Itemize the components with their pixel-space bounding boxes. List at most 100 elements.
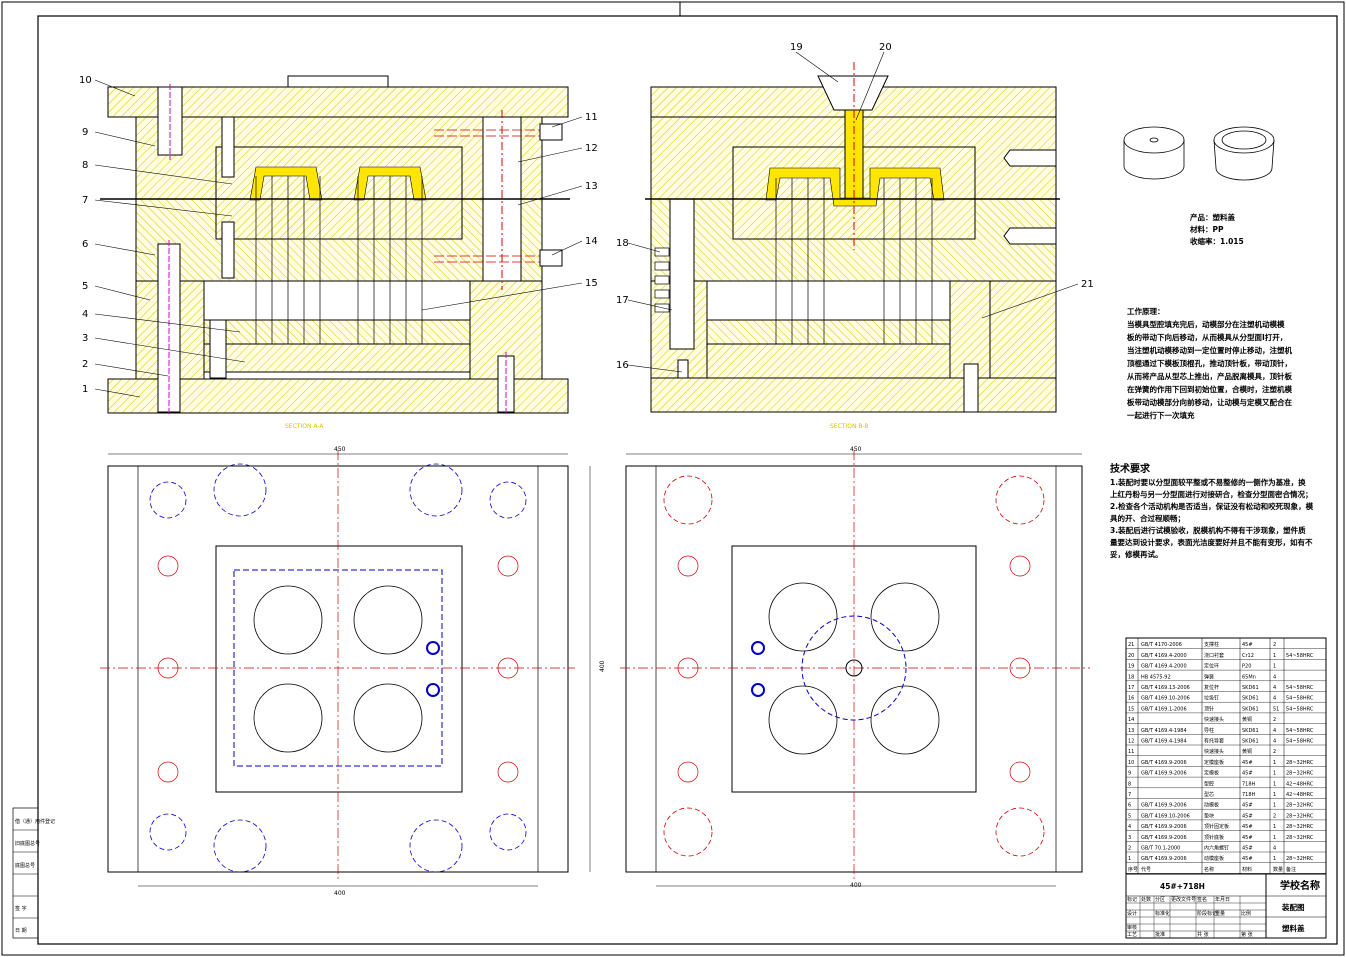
product-3d-sketch	[1123, 126, 1275, 181]
bom-cell-note: 28~32HRC	[1286, 760, 1314, 766]
bom-cell-note: 28~32HRC	[1286, 771, 1314, 777]
bom-cell-no: 15	[1128, 706, 1134, 712]
bom-cell-name: 快速接头	[1204, 748, 1224, 755]
tb-standard: 标准化	[1155, 910, 1170, 917]
bom-cell-no: 16	[1128, 696, 1134, 702]
bom-cell-no: 4	[1128, 824, 1131, 830]
bom-cell-note: 42~48HRC	[1286, 781, 1314, 787]
bom-cell-qty: 1	[1273, 653, 1276, 659]
side-strip-5: 日 期	[15, 928, 27, 934]
bom-cell-name: 支撑柱	[1204, 641, 1219, 648]
title-part: 塑料盖	[1282, 923, 1305, 933]
bom-cell-mat: SKD61	[1242, 728, 1259, 734]
bom-cell-code: GB/T 4169.4-1984	[1141, 728, 1187, 734]
tb-zone: 分区	[1155, 896, 1165, 903]
bom-cell-mat: 45#	[1242, 813, 1253, 819]
tech-req-line-6: 量要达到设计要求，表面光洁度要好并且不能有变形，如有不	[1110, 537, 1313, 547]
bom-cell-code: GB/T 4169.9-2006	[1141, 771, 1187, 777]
bom-cell-no: 3	[1128, 835, 1131, 841]
bom-cell-qty: 4	[1273, 846, 1276, 852]
part-label-5: 5	[82, 281, 88, 292]
part-label-13: 13	[585, 181, 598, 192]
part-labels-a	[94, 79, 583, 398]
bom-cell-name: 型腔	[1204, 780, 1214, 787]
bom-cell-mat: 65Mn	[1242, 674, 1256, 680]
bom-cell-qty: 1	[1273, 760, 1276, 766]
principle-line-8: 一起进行下一次填充	[1127, 410, 1195, 420]
bom-cell-code: GB/T 4169.1-2006	[1141, 706, 1187, 712]
principle-line-1: 当模具型腔填充完后，动模部分在注塑机动模模	[1127, 319, 1285, 329]
bom-cell-code: GB/T 4170-2006	[1141, 642, 1182, 648]
principle-line-3: 当注塑机动模移动到一定位置时停止移动，注塑机	[1127, 345, 1292, 355]
bom-cell-mat: SKD61	[1242, 739, 1259, 745]
bom-cell-name: 弹簧	[1204, 673, 1214, 680]
bom-cell-name: 动模板	[1204, 802, 1219, 809]
part-label-4: 4	[82, 309, 88, 320]
tb-count: 处数	[1141, 896, 1151, 903]
bom-cell-name: 顶针固定板	[1204, 823, 1229, 830]
bom-cell-name: 导柱	[1204, 727, 1214, 734]
bom-cell-note: 28~32HRC	[1286, 835, 1314, 841]
tech-req-line-2: 上红丹粉与另一分型面进行对接研合，检查分型面密合情况；	[1110, 489, 1313, 500]
tech-req-line-4: 具的开、合过程顺畅；	[1110, 513, 1185, 524]
bom-cell-note: 42~48HRC	[1286, 792, 1314, 798]
part-label-15: 15	[585, 278, 598, 289]
principle-line-6: 在弹簧的作用下回到初始位置，合模时，注塑机模	[1127, 384, 1292, 394]
tb-approve: 批准	[1155, 931, 1165, 938]
tb-design: 设计	[1127, 910, 1137, 917]
principle-line-2: 板的带动下向后移动，从而模具从分型面Ⅰ打开，	[1127, 332, 1287, 342]
bom-cell-qty: 1	[1273, 781, 1276, 787]
bom-header-code: 代号	[1141, 866, 1151, 873]
bom-cell-no: 10	[1128, 760, 1134, 766]
principle-title: 工作原理：	[1127, 306, 1165, 316]
bom-cell-mat: SKD61	[1242, 685, 1259, 691]
bom-cell-no: 5	[1128, 813, 1131, 819]
bom-cell-no: 14	[1128, 717, 1134, 723]
bom-header-mat: 材料	[1242, 866, 1252, 873]
side-strip: 借（通）用件登记 旧底图总号 底图总号 签 字 日 期	[12, 807, 55, 939]
bom-cell-no: 8	[1128, 781, 1131, 787]
bom-cell-note: 28~32HRC	[1286, 824, 1314, 830]
bom-cell-code: HB 4575-92	[1141, 674, 1171, 680]
product-shrink: 收缩率：1.015	[1190, 236, 1244, 246]
bom-cell-qty: 4	[1273, 674, 1276, 680]
bom-cell-qty: 2	[1273, 717, 1276, 723]
bom-cell-qty: 1	[1273, 771, 1276, 777]
title-material: 45#+718H	[1160, 882, 1205, 891]
part-label-2: 2	[82, 359, 88, 370]
bom-cell-qty: 4	[1273, 728, 1276, 734]
bom-header-note: 备注	[1286, 866, 1296, 873]
section-a-label: SECTION A-A	[285, 423, 324, 430]
bom-cell-note: 54~58HRC	[1286, 653, 1314, 659]
tech-req-line-5: 3.装配后进行试模验收，脱模机构不得有干涉现象，塑件质	[1110, 525, 1306, 535]
part-label-6: 6	[82, 239, 88, 250]
bom-cell-qty: 51	[1273, 706, 1279, 712]
bom-cell-qty: 1	[1273, 824, 1276, 830]
bom-cell-name: 复位杆	[1204, 684, 1219, 691]
tb-mark: 标记	[1127, 896, 1137, 903]
side-strip-4: 签 字	[15, 905, 27, 912]
bom-cell-code: GB/T 4169.9-2006	[1141, 760, 1187, 766]
bom-cell-name: 定模座板	[1204, 759, 1224, 766]
section-b-view	[645, 62, 1060, 413]
bom-cell-no: 19	[1128, 664, 1134, 670]
bom-cell-qty: 1	[1273, 664, 1276, 670]
bom-cell-qty: 1	[1273, 856, 1276, 862]
tb-process: 工艺	[1127, 932, 1137, 938]
bom-cell-mat: 45#	[1242, 771, 1253, 777]
bom-cell-mat: Cr12	[1242, 653, 1254, 659]
bom-cell-no: 9	[1128, 771, 1131, 777]
dim-450-left: 450	[334, 446, 346, 453]
part-label-7: 7	[82, 195, 88, 206]
part-label-10: 10	[79, 75, 92, 86]
bom-cell-mat: SKD61	[1242, 706, 1259, 712]
title-block	[1125, 873, 1327, 939]
title-school: 学校名称	[1280, 879, 1320, 892]
bom-cell-mat: 黄铜	[1242, 748, 1252, 755]
product-name: 产品：塑料盖	[1190, 212, 1235, 222]
bom-header-name: 名称	[1204, 866, 1214, 873]
bom-cell-note: 28~32HRC	[1286, 856, 1314, 862]
bom-cell-code: GB/T 4169.9-2006	[1141, 824, 1187, 830]
